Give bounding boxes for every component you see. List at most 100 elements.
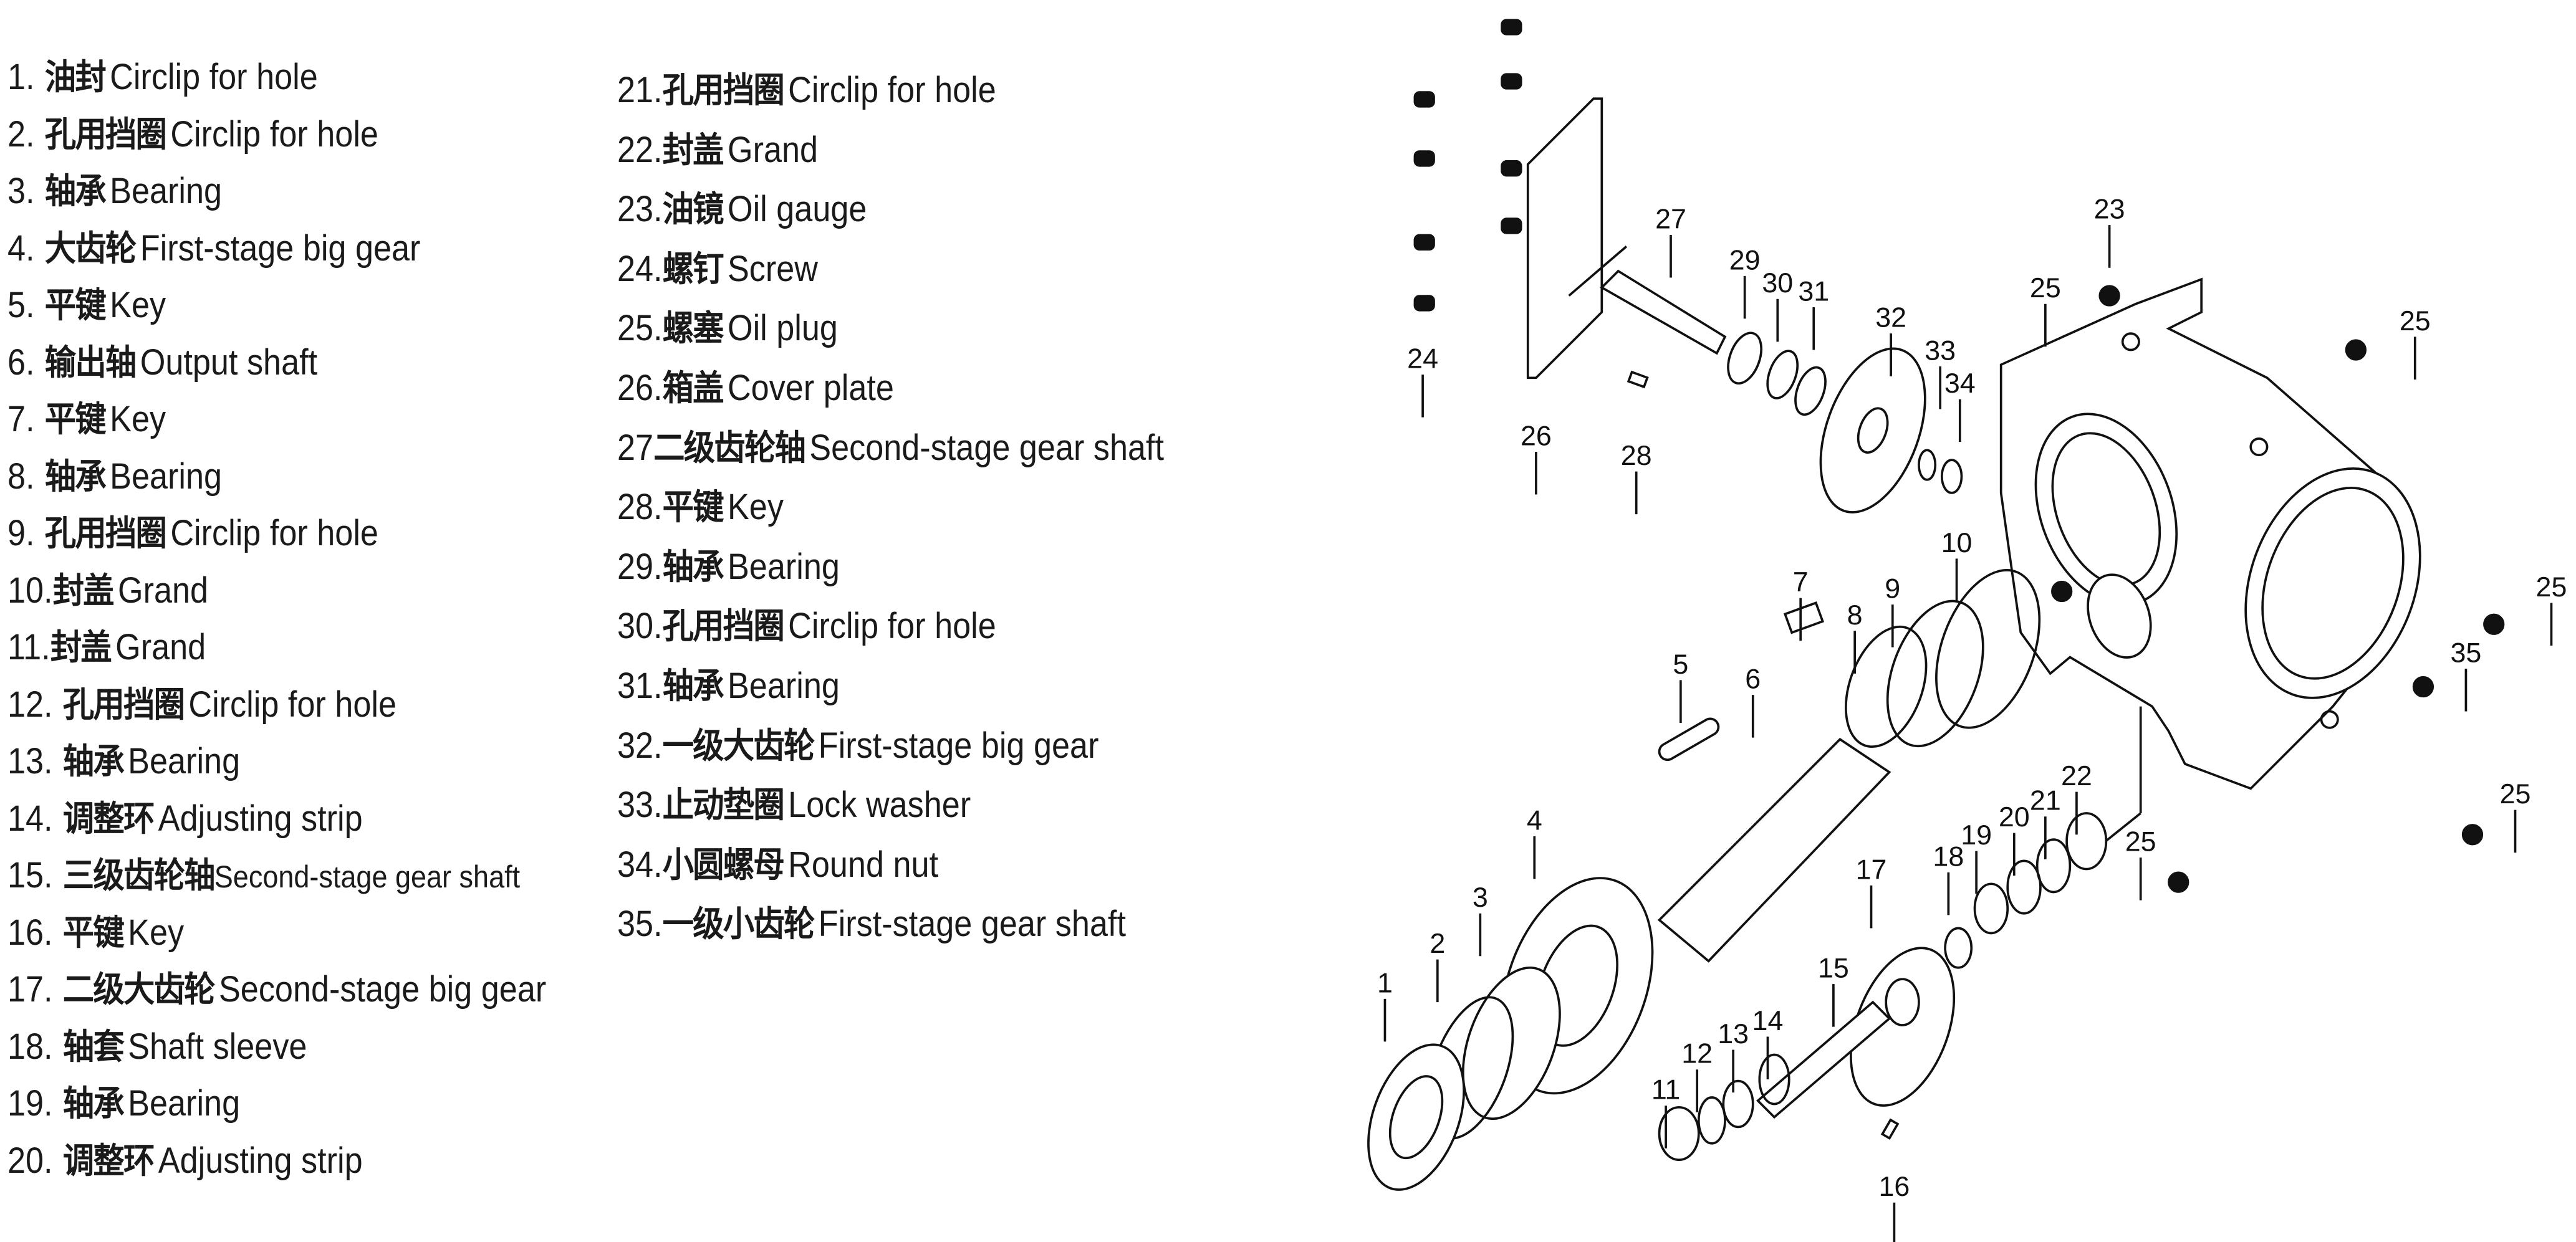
- callout-label: 6: [1745, 664, 1761, 695]
- legend-english-name: Cover plate: [727, 368, 894, 408]
- legend-chinese-name: 轴承: [662, 547, 724, 588]
- legend-english-name: Circlip for hole: [788, 70, 996, 110]
- legend-english-name: Second-stage gear shaft: [214, 859, 521, 894]
- legend-chinese-name: 调整环: [62, 1140, 155, 1182]
- callout-label: 19: [1961, 819, 1992, 851]
- legend-number: 16.: [7, 912, 53, 953]
- legend-number: 30.: [617, 606, 663, 647]
- callout-label: 25: [2030, 272, 2061, 303]
- callout-label: 25: [2125, 826, 2156, 857]
- legend-chinese-name: 一级大齿轮: [662, 725, 815, 767]
- legend-chinese-name: 平键: [44, 285, 107, 326]
- callout-label: 10: [1941, 527, 1973, 558]
- legend-english-name: Second-stage gear shaft: [809, 427, 1165, 468]
- callout-label: 8: [1847, 600, 1863, 631]
- callout-label: 3: [1473, 882, 1488, 913]
- legend-english-name: Round nut: [788, 844, 939, 885]
- legend-item: 15.三级齿轮轴Second-stage gear shaft: [7, 856, 520, 897]
- legend-number: 28.: [617, 487, 663, 528]
- legend-chinese-name: 孔用挡圈: [44, 114, 167, 155]
- legend-english-name: Key: [110, 399, 166, 439]
- legend-chinese-name: 止动垫圈: [662, 785, 785, 826]
- callout-label: 30: [1762, 267, 1793, 299]
- legend-chinese-name: 轴套: [62, 1026, 125, 1068]
- legend-english-name: Oil plug: [727, 308, 838, 349]
- legend-english-name: Second-stage big gear: [218, 969, 547, 1010]
- legend-english-name: Circlip for hole: [788, 606, 996, 647]
- legend-number: 11.: [7, 627, 50, 667]
- callout-label: 23: [2094, 194, 2125, 225]
- legend-english-name: Grand: [117, 570, 209, 611]
- callout-label: 9: [1885, 573, 1900, 604]
- legend-english-name: Grand: [115, 627, 206, 667]
- legend-chinese-name: 二级齿轮轴: [653, 428, 806, 469]
- legend-number: 23.: [617, 189, 663, 230]
- callout-label: 12: [1681, 1038, 1713, 1069]
- callout-label: 11: [1651, 1074, 1681, 1106]
- legend-english-name: Adjusting strip: [158, 1140, 363, 1181]
- legend-english-name: First-stage gear shaft: [818, 904, 1126, 945]
- callout-label: 5: [1673, 649, 1688, 680]
- callout-label: 22: [2061, 760, 2092, 791]
- legend-number: 1.: [7, 57, 35, 97]
- legend-number: 5.: [7, 285, 35, 325]
- legend-chinese-name: 轴承: [44, 456, 107, 497]
- legend-english-name: Bearing: [727, 666, 840, 706]
- legend-chinese-name: 螺塞: [662, 308, 724, 350]
- legend-number: 22.: [617, 129, 663, 170]
- legend-english-name: Key: [128, 912, 185, 953]
- legend-chinese-name: 箱盖: [662, 368, 724, 409]
- callout-label: 27: [1655, 203, 1686, 234]
- legend-chinese-name: 三级齿轮轴: [62, 856, 216, 896]
- callout-label: 26: [1521, 420, 1552, 451]
- legend-chinese-name: 油镜: [662, 189, 724, 231]
- callout-label: 24: [1407, 343, 1438, 375]
- callout-label: 20: [1999, 801, 2030, 833]
- legend-english-name: Adjusting strip: [158, 798, 363, 839]
- legend-english-name: First-stage big gear: [818, 725, 1099, 766]
- legend-number: 13.: [7, 741, 53, 781]
- legend-number: 15.: [7, 855, 53, 896]
- legend-number: 35.: [617, 904, 663, 945]
- legend-number: 27: [617, 427, 654, 468]
- legend-english-name: Bearing: [110, 171, 223, 211]
- legend-english-name: Circlip for hole: [170, 513, 378, 553]
- legend-english-name: Bearing: [128, 1083, 241, 1124]
- legend-number: 4.: [7, 227, 35, 269]
- legend-english-name: Shaft sleeve: [128, 1026, 307, 1067]
- legend-number: 18.: [7, 1026, 53, 1067]
- legend-number: 14.: [7, 798, 53, 839]
- callout-label: 35: [2451, 637, 2482, 668]
- callout-label: 28: [1621, 440, 1652, 471]
- legend-chinese-name: 孔用挡圈: [662, 606, 785, 647]
- legend-chinese-name: 小圆螺母: [662, 844, 785, 886]
- screws: [1413, 19, 2505, 893]
- callout-label: 32: [1875, 302, 1906, 333]
- callout-label: 33: [1925, 335, 1956, 366]
- legend-chinese-name: 孔用挡圈: [62, 684, 185, 725]
- legend-number: 6.: [7, 342, 35, 383]
- legend-chinese-name: 轴承: [44, 171, 107, 212]
- legend-chinese-name: 调整环: [62, 798, 155, 839]
